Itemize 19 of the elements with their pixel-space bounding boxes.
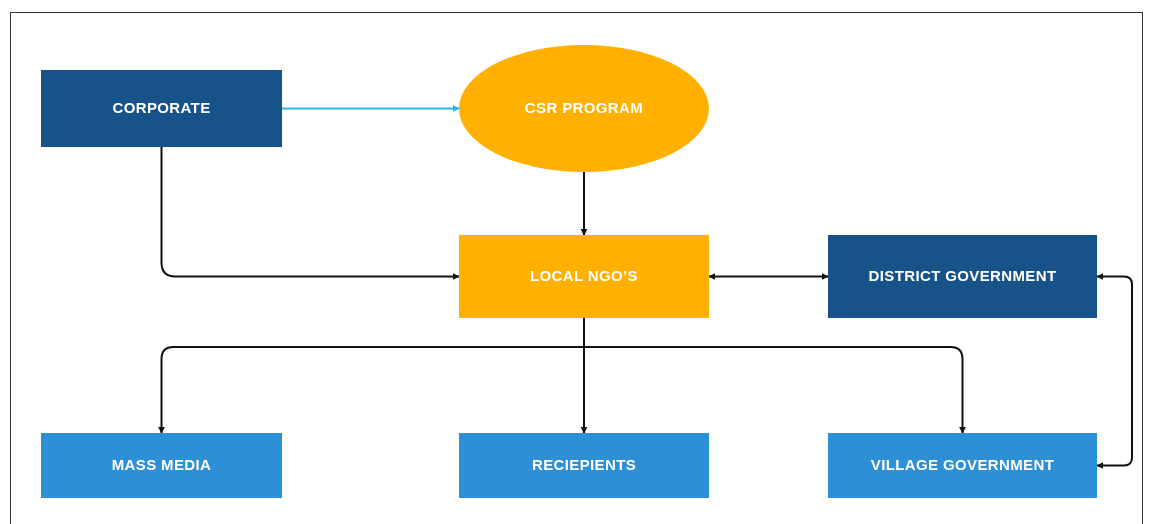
process-box [828, 235, 1097, 318]
node-label: CSR PROGRAM [524, 98, 644, 119]
process-ellipse [459, 45, 709, 172]
node-label: DISTRICT GOVERNMENT [868, 266, 1057, 287]
node-label: VILLAGE GOVERNMENT [870, 455, 1055, 476]
arrow [708, 273, 829, 280]
arrow [160, 146, 460, 280]
process-box [41, 70, 282, 147]
arrow [281, 105, 460, 112]
process-box [828, 433, 1097, 498]
node-label: MASS MEDIA [111, 455, 212, 476]
node-label: RECIEPIENTS [531, 455, 637, 476]
node-label: CORPORATE [112, 98, 211, 119]
process-box [459, 433, 709, 498]
process-box [459, 235, 709, 318]
arrow [580, 171, 588, 236]
process-box [41, 433, 282, 498]
node-label: LOCAL NGO’S [530, 266, 638, 287]
arrow [1096, 273, 1133, 469]
